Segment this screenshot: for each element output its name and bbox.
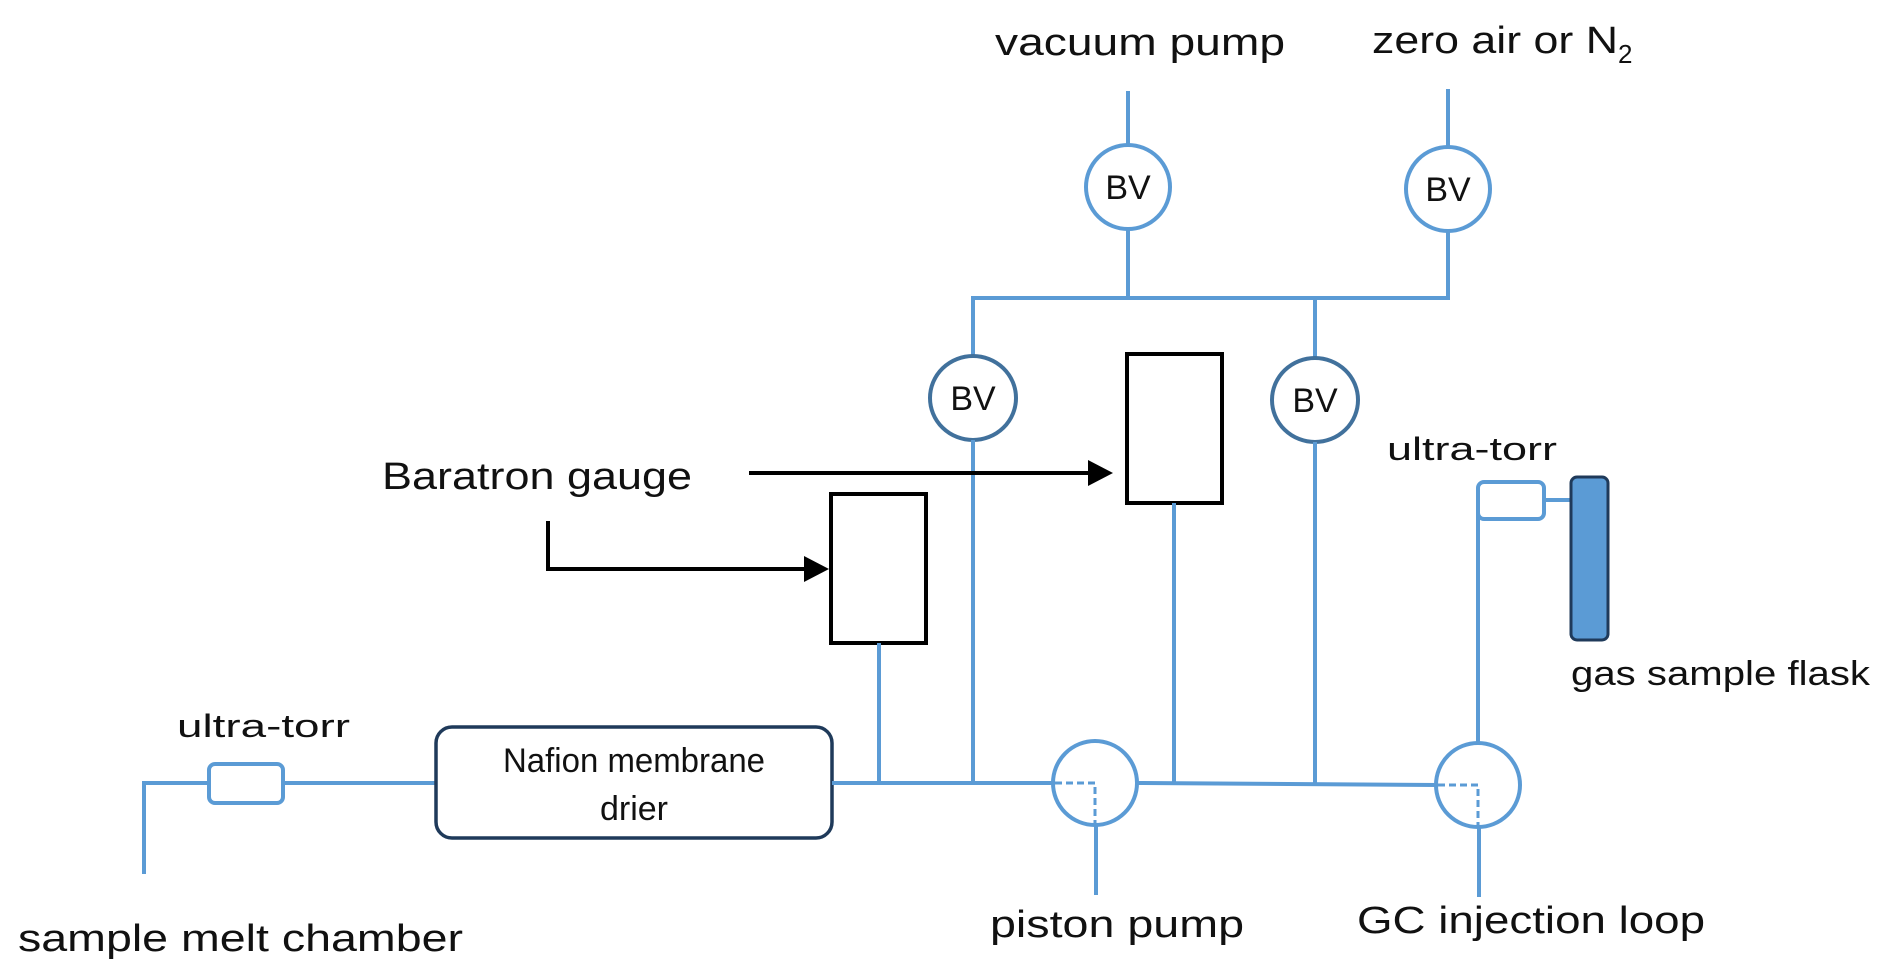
zero-air-label: zero air or N2 <box>1372 20 1632 69</box>
nafion-drier[interactable]: Nafion membrane drier <box>434 725 834 840</box>
arrow-to-lower-gauge <box>546 521 829 582</box>
zero-air-text: zero air or N <box>1372 20 1618 62</box>
ball-valve-icon[interactable] <box>1084 143 1172 231</box>
gas-sample-flask[interactable] <box>1569 475 1610 642</box>
ultra-torr-fitting-right[interactable] <box>1476 480 1546 521</box>
vacuum-pump-label: vacuum pump <box>995 22 1285 64</box>
arrow-head-icon <box>1088 460 1113 486</box>
gc-injection-loop-label: GC injection loop <box>1357 900 1705 942</box>
valve-bv-manifold-right[interactable]: BV <box>1270 356 1360 444</box>
valve-bv-manifold-left[interactable]: BV <box>928 354 1018 442</box>
arrow-to-upper-gauge <box>749 460 1113 486</box>
sample-melt-chamber-label: sample melt chamber <box>18 918 463 960</box>
valve-bv-zero-air[interactable]: BV <box>1404 145 1492 233</box>
baratron-gauge-upper[interactable] <box>1125 352 1224 505</box>
zero-air-subscript: 2 <box>1618 39 1632 69</box>
nafion-label-line2: drier <box>600 790 668 828</box>
melt-chamber-pipe <box>142 781 209 874</box>
ball-valve-icon[interactable] <box>1404 145 1492 233</box>
gc-injection-valve[interactable] <box>1434 741 1522 829</box>
valve-label: BV <box>1292 382 1338 420</box>
gc-injection-flowpath <box>1438 783 1480 825</box>
gas-sample-flask-label: gas sample flask <box>1571 655 1871 693</box>
valve-label: BV <box>950 380 996 418</box>
vacuum-pump-branch: BV <box>1084 91 1172 298</box>
manifold-pipe <box>971 296 1450 356</box>
arrow-head-icon <box>804 556 829 582</box>
valve-label: BV <box>1105 169 1151 207</box>
piston-pump-flowpath <box>1055 781 1097 823</box>
valve-bv-vacuum[interactable]: BV <box>1084 143 1172 231</box>
ultra-torr-right-label: ultra-torr <box>1387 431 1557 467</box>
nafion-label-line1: Nafion membrane <box>503 742 765 780</box>
valve-label: BV <box>1425 171 1471 209</box>
ultra-torr-fitting-left[interactable] <box>207 762 285 805</box>
baratron-gauge-lower[interactable] <box>829 492 928 645</box>
piston-pump-label: piston pump <box>990 904 1244 946</box>
ultra-torr-left-label: ultra-torr <box>177 708 350 744</box>
baratron-gauge-label: Baratron gauge <box>382 456 692 498</box>
arrow-line <box>546 521 806 571</box>
main-line-right-pipe <box>1136 781 1439 787</box>
zero-air-branch: BV <box>1404 89 1492 298</box>
piston-pump[interactable] <box>1051 739 1139 827</box>
